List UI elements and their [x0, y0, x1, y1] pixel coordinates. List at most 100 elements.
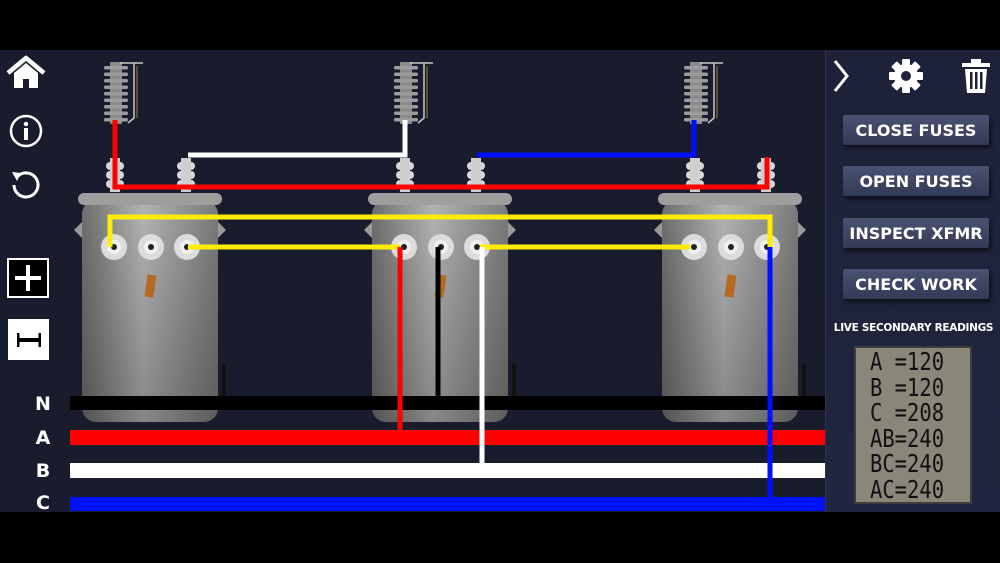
- primary-wire-white[interactable]: [188, 120, 408, 158]
- bus-phase-c[interactable]: [70, 497, 825, 511]
- insulator-skirt: [394, 118, 418, 122]
- fuse-cutout[interactable]: [394, 62, 433, 124]
- insulator-skirt: [104, 72, 128, 76]
- insulator-skirt: [104, 92, 128, 96]
- tank-shade: [662, 200, 798, 422]
- tank-lid: [78, 193, 222, 205]
- insulator-skirt: [684, 105, 708, 109]
- delete-button[interactable]: [960, 58, 992, 98]
- insulator-skirt: [104, 105, 128, 109]
- cutout-fuse-holder: [700, 62, 723, 124]
- primary-wire-blue[interactable]: [477, 120, 697, 158]
- mount-bracket: [218, 222, 226, 238]
- bushing-core: [471, 158, 481, 192]
- reset-icon: [12, 171, 40, 199]
- trash-icon: [962, 59, 990, 93]
- readings-label: LIVE SECONDARY READINGS: [833, 322, 994, 334]
- home-icon: [6, 55, 46, 88]
- bushing-terminal: [691, 244, 697, 250]
- game-stage: N A B C: [0, 50, 1000, 514]
- gear-icon: [889, 59, 923, 93]
- reading-bc: BC=240: [870, 449, 945, 478]
- zoom-in-button[interactable]: [7, 258, 49, 298]
- reading-ac: AC=240: [870, 474, 945, 504]
- bus-neutral[interactable]: [70, 396, 825, 410]
- nameplate: [724, 274, 737, 298]
- insulator-skirt: [684, 98, 708, 102]
- insulator-skirt: [684, 79, 708, 83]
- insulator-skirt: [684, 66, 708, 70]
- home-button[interactable]: [5, 54, 47, 92]
- bus-phase-a[interactable]: [70, 430, 825, 445]
- settings-button[interactable]: [888, 58, 924, 98]
- secondary-bushing-x2[interactable]: [138, 234, 164, 260]
- open-fuses-button[interactable]: OPEN FUSES: [843, 166, 989, 196]
- insulator-skirt: [104, 111, 128, 115]
- insulator-skirt: [394, 85, 418, 89]
- bushing-terminal: [148, 244, 154, 250]
- ground-lead: [802, 364, 806, 398]
- mount-bracket: [798, 222, 806, 238]
- secondary-bushing-x2[interactable]: [428, 234, 454, 260]
- info-icon: [9, 114, 43, 148]
- secondary-bushing-x1[interactable]: [681, 234, 707, 260]
- bushing-core: [181, 158, 191, 192]
- reading-c: C =208: [870, 398, 945, 427]
- bushing-terminal: [728, 244, 734, 250]
- zoom-out-button[interactable]: [8, 319, 49, 360]
- bushing-core: [400, 158, 410, 192]
- insulator-skirt: [104, 98, 128, 102]
- secondary-bushing-x3[interactable]: [174, 234, 200, 260]
- insulator-skirt: [684, 92, 708, 96]
- reading-ab: AB=240: [870, 423, 945, 453]
- collapse-panel-button[interactable]: [830, 58, 852, 98]
- jumper-wire-yellow[interactable]: [107, 214, 773, 247]
- cutout-fuse-holder: [120, 62, 143, 124]
- insulator-skirt: [104, 118, 128, 122]
- bushing-core: [690, 158, 700, 192]
- insulator-skirt: [104, 79, 128, 83]
- transformer-1[interactable]: [74, 62, 226, 422]
- zoom-in-icon: [15, 265, 41, 291]
- insulator-skirt: [104, 66, 128, 70]
- secondary-bushing-x3[interactable]: [754, 234, 780, 260]
- insulator-skirt: [684, 85, 708, 89]
- control-panel: CLOSE FUSES OPEN FUSES INSPECT XFMR CHEC…: [825, 50, 1000, 512]
- inspect-xfmr-button[interactable]: INSPECT XFMR: [843, 218, 989, 248]
- transformer-3[interactable]: [654, 62, 806, 422]
- fuse-cutout[interactable]: [104, 62, 143, 124]
- tank-shade: [82, 200, 218, 422]
- insulator-skirt: [394, 98, 418, 102]
- fuse-cutout[interactable]: [684, 62, 723, 124]
- bus-label-n: N: [35, 393, 51, 415]
- reset-button[interactable]: [8, 167, 44, 203]
- insulator-skirt: [394, 72, 418, 76]
- insulator-skirt: [684, 111, 708, 115]
- tank-lid: [658, 193, 802, 205]
- bus-phase-b[interactable]: [70, 463, 825, 478]
- check-work-button[interactable]: CHECK WORK: [843, 269, 989, 299]
- bus-label-b: B: [35, 460, 51, 482]
- primary-wire-red[interactable]: [112, 120, 770, 190]
- insulator-skirt: [394, 79, 418, 83]
- ground-lead: [222, 364, 226, 398]
- bushing-terminal: [474, 244, 480, 250]
- insulator-skirt: [104, 85, 128, 89]
- insulator-skirt: [684, 72, 708, 76]
- zoom-out-icon: [16, 332, 41, 347]
- mount-bracket: [654, 222, 662, 238]
- insulator-skirt: [394, 105, 418, 109]
- ground-lead: [512, 364, 516, 398]
- mount-bracket: [74, 222, 82, 238]
- chevron-right-icon: [833, 60, 849, 92]
- secondary-bushing-x2[interactable]: [718, 234, 744, 260]
- nameplate: [144, 274, 157, 298]
- bus-label-c: C: [36, 492, 50, 514]
- bus-label-a: A: [35, 427, 51, 449]
- close-fuses-button[interactable]: CLOSE FUSES: [843, 115, 989, 145]
- cutout-fuse-holder: [410, 62, 433, 124]
- secondary-bushing-x1[interactable]: [101, 234, 127, 260]
- reading-b: B =120: [870, 372, 945, 402]
- insulator-skirt: [394, 66, 418, 70]
- info-button[interactable]: [8, 113, 44, 149]
